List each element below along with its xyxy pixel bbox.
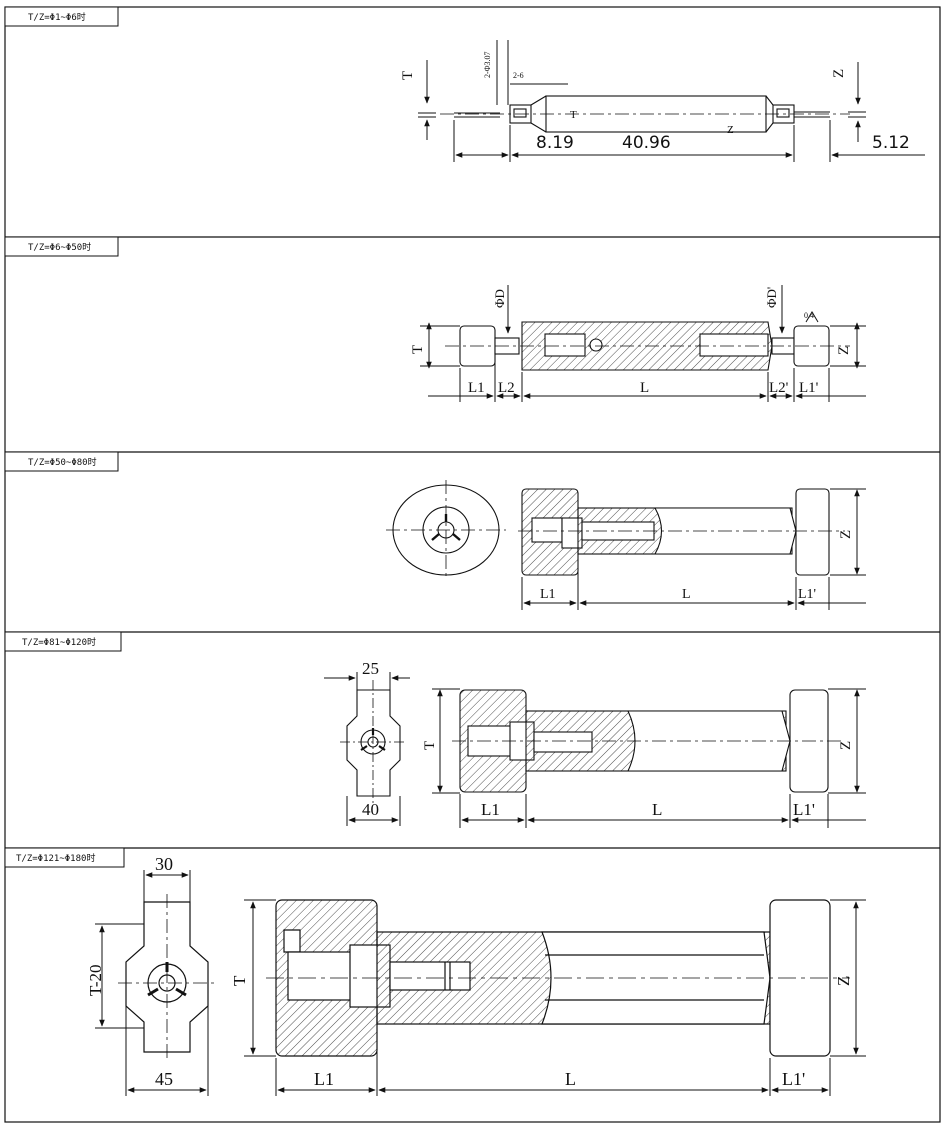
panel-4-tag: T/Z=Φ81~Φ120时 bbox=[22, 636, 96, 648]
panel-3-z-label: Z bbox=[838, 530, 854, 539]
panel-5-t-label: T bbox=[230, 975, 249, 986]
panel-1-dim-c: 5.12 bbox=[872, 133, 910, 153]
panel-5: T/Z=Φ121~Φ180时 30 T-20 45 bbox=[4, 847, 866, 1096]
panel-4-tag-box bbox=[4, 631, 122, 652]
panel-2: T/Z=Φ6~Φ50时 T Z ΦD ΦD' 0.4 bbox=[4, 236, 866, 402]
panel-3-l1b: L1' bbox=[798, 587, 816, 602]
panel-2-roughness: 0.4 bbox=[804, 311, 814, 320]
panel-1-tag: T/Z=Φ1~Φ6时 bbox=[28, 11, 86, 23]
panel-3-tag: T/Z=Φ50~Φ80时 bbox=[28, 456, 97, 468]
panel-3-l: L bbox=[682, 587, 691, 602]
panel-3-tag-box bbox=[4, 451, 119, 472]
panel-4: T/Z=Φ81~Φ120时 25 40 bbox=[4, 631, 866, 828]
panel-5-l1: L1 bbox=[314, 1069, 334, 1089]
panel-4-l1b: L1' bbox=[793, 800, 815, 819]
panel-2-z-label: Z bbox=[836, 346, 852, 355]
panel-1-body-z: Z bbox=[727, 124, 734, 136]
panel-4-width-top: 25 bbox=[362, 659, 379, 678]
panel-5-width-top: 30 bbox=[155, 854, 173, 874]
panel-2-l: L bbox=[640, 380, 649, 396]
panel-4-l1: L1 bbox=[481, 800, 500, 819]
panel-2-l1b: L1' bbox=[799, 380, 819, 396]
panel-2-l1: L1 bbox=[468, 380, 485, 396]
panel-4-l: L bbox=[652, 800, 662, 819]
panel-2-phi-d: ΦD bbox=[492, 289, 507, 308]
panel-5-tag: T/Z=Φ121~Φ180时 bbox=[16, 852, 95, 864]
panel-2-tag: T/Z=Φ6~Φ50时 bbox=[28, 241, 91, 253]
panel-1-t-label: T bbox=[400, 71, 416, 80]
panel-4-z-label: Z bbox=[838, 741, 854, 750]
panel-1-z-label: Z bbox=[831, 69, 847, 78]
panel-1: T/Z=Φ1~Φ6时 T Z bbox=[4, 6, 925, 162]
panel-1-tag-box bbox=[4, 6, 119, 27]
panel-5-l1b: L1' bbox=[782, 1069, 805, 1089]
panel-2-l2b: L2' bbox=[769, 380, 789, 396]
panel-2-l2: L2 bbox=[498, 380, 515, 396]
panel-3: T/Z=Φ50~Φ80时 Z bbox=[4, 451, 866, 610]
panel-5-l: L bbox=[565, 1069, 576, 1089]
panel-1-chamfer: 2-6 bbox=[513, 71, 524, 80]
panel-2-t-label: T bbox=[410, 345, 426, 354]
panel-2-tag-box bbox=[4, 236, 119, 257]
panel-4-t-label: T bbox=[422, 741, 438, 750]
panel-5-tag-box bbox=[4, 847, 125, 868]
panel-5-t20: T-20 bbox=[86, 965, 105, 997]
panel-5-z-label: Z bbox=[834, 976, 853, 986]
panel-1-hole-dim: 2-Φ3.07 bbox=[483, 51, 492, 78]
panel-2-phi-d2: ΦD' bbox=[764, 287, 779, 308]
panel-1-dim-b: 40.96 bbox=[622, 133, 671, 153]
panel-5-width-bottom: 45 bbox=[155, 1069, 173, 1089]
panel-3-l1: L1 bbox=[540, 587, 556, 602]
panel-1-dim-a: 8.19 bbox=[536, 133, 574, 153]
panel-4-width-bottom: 40 bbox=[362, 800, 379, 819]
sheet-frame bbox=[4, 6, 941, 1123]
panel-1-body-t: T bbox=[570, 109, 577, 121]
